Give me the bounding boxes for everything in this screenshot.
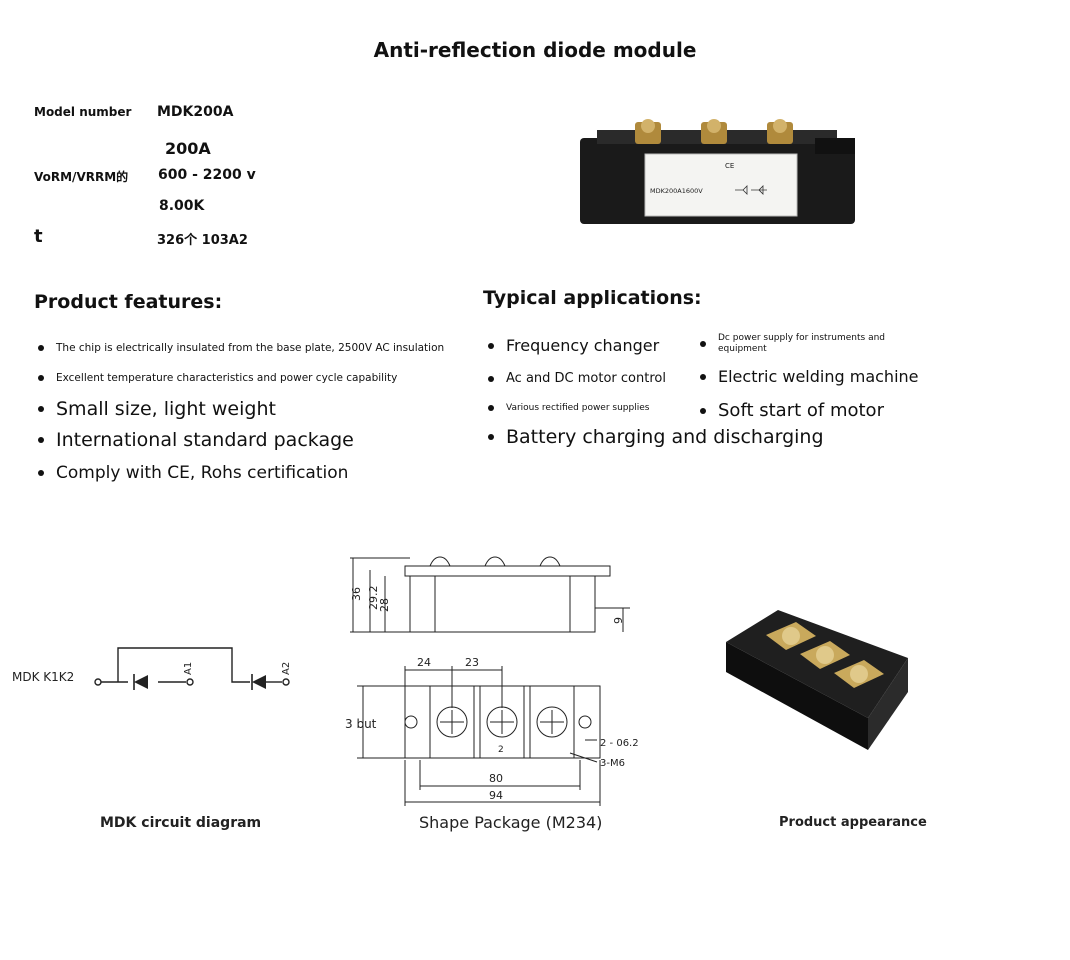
bullet-icon	[38, 375, 44, 381]
dim-36: 36	[350, 587, 363, 601]
bullet-icon	[488, 434, 494, 440]
label-ce: CE	[725, 162, 734, 170]
application-text: Frequency changer	[506, 336, 660, 355]
application-text: Battery charging and discharging	[506, 426, 824, 448]
bullet-icon	[38, 345, 44, 351]
bullet-icon	[700, 341, 706, 347]
terminal-2	[800, 641, 850, 669]
bullet-icon	[488, 342, 494, 349]
a1-label: A1	[183, 662, 194, 675]
feature-item: Small size, light weight	[38, 398, 276, 420]
spec-label-model: Model number	[34, 105, 132, 119]
terminal-1	[635, 119, 661, 144]
dim-2: 2	[498, 745, 504, 755]
feature-text: Small size, light weight	[56, 398, 276, 420]
bullet-icon	[700, 373, 706, 380]
terminal-2	[701, 119, 727, 144]
application-text: Dc power supply for instruments and equi…	[718, 333, 886, 354]
circuit-label: MDK K1K2	[12, 670, 74, 684]
circuit-diagram: MDK K1K2 A1 A2	[12, 647, 292, 690]
feature-item: Comply with CE, Rohs certification	[38, 463, 348, 483]
feature-text: Comply with CE, Rohs certification	[56, 463, 349, 483]
product-photo: CE MDK200A1600V	[580, 119, 855, 224]
bullet-icon	[38, 437, 44, 443]
terminal-1	[766, 622, 816, 650]
dim-28: 28	[378, 598, 391, 612]
bullet-icon	[38, 406, 44, 412]
diode-2-icon	[252, 675, 266, 689]
spec-value-resistance: 8.00K	[159, 198, 205, 214]
feature-item: The chip is electrically insulated from …	[38, 342, 444, 354]
dim-80: 80	[489, 772, 503, 785]
dim-3-but: 3 but	[345, 717, 377, 731]
dim-29: 29.2	[367, 586, 380, 611]
applications-heading: Typical applications:	[483, 287, 702, 309]
page-title: Anti-reflection diode module	[373, 38, 697, 62]
a2-label: A2	[281, 662, 292, 675]
dim-24: 24	[417, 656, 431, 669]
spec-label-voltage: VoRM/VRRM的	[34, 170, 129, 184]
circuit-caption: MDK circuit diagram	[100, 815, 262, 831]
bullet-icon	[38, 470, 44, 476]
dim-94: 94	[489, 789, 503, 802]
application-item: Electric welding machine	[700, 367, 919, 386]
dim-3-m6: 3-M6	[600, 758, 625, 769]
feature-text: The chip is electrically insulated from …	[56, 342, 445, 354]
spec-value-voltage: 600 - 2200 v	[158, 167, 256, 183]
application-text: Ac and DC motor control	[506, 371, 666, 386]
application-item: Dc power supply for instruments and equi…	[700, 333, 898, 355]
package-caption: Shape Package (M234)	[419, 813, 603, 832]
dim-9: 9	[612, 617, 625, 624]
application-text: Soft start of motor	[718, 400, 884, 421]
features-heading: Product features:	[34, 291, 223, 313]
diode-1-icon	[134, 675, 148, 689]
package-drawing: 36 29.2 28 9 24 23 3 but 2 2 - 06.2 3-M6…	[345, 556, 639, 806]
feature-item: Excellent temperature characteristics an…	[38, 372, 397, 384]
application-item: Soft start of motor	[700, 400, 884, 421]
application-item: Frequency changer	[488, 336, 659, 355]
terminal-3	[834, 660, 884, 688]
feature-text: Excellent temperature characteristics an…	[56, 372, 398, 384]
application-item: Battery charging and discharging	[488, 426, 824, 448]
terminal-3	[767, 119, 793, 144]
spec-value-t: 326个 103A2	[157, 233, 248, 248]
application-text: Electric welding machine	[718, 367, 919, 386]
bullet-icon	[700, 407, 706, 414]
dim-2-062: 2 - 06.2	[600, 738, 639, 749]
application-text: Various rectified power supplies	[506, 403, 650, 413]
appearance-caption: Product appearance	[779, 815, 927, 830]
feature-text: International standard package	[56, 429, 354, 451]
dim-23: 23	[465, 656, 479, 669]
feature-item: International standard package	[38, 429, 354, 451]
spec-value-current: 200A	[165, 139, 211, 158]
application-item: Ac and DC motor control	[488, 371, 666, 386]
bullet-icon	[488, 375, 494, 382]
application-item: Various rectified power supplies	[488, 403, 649, 413]
spec-label-t: t	[34, 226, 43, 247]
appearance-photo	[726, 610, 908, 750]
label-model: MDK200A1600V	[650, 187, 703, 195]
bullet-icon	[488, 405, 494, 411]
spec-value-model: MDK200A	[157, 104, 234, 120]
